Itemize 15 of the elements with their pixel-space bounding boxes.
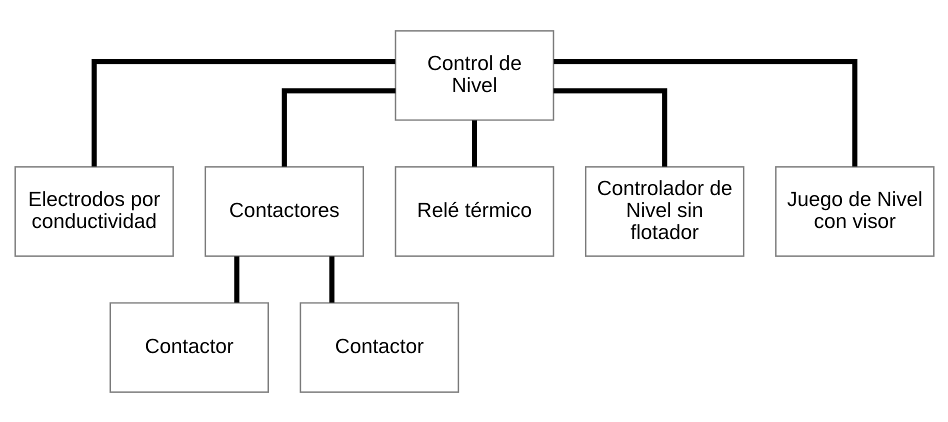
connector [553,58,857,166]
node-box: Relé térmico [394,166,554,256]
connector [234,256,239,302]
connector [471,120,477,166]
node-box: Contactores [204,166,364,256]
connector [553,88,667,166]
node-box: Controlador de Nivel sin flotador [584,166,744,256]
node-box: Contactor [299,302,459,392]
node-box: Contactor [109,302,268,392]
node-box: Juego de Nivel con visor [774,166,934,256]
connector [281,88,395,166]
connector [328,256,334,302]
node-box: Electrodos por conductividad [14,166,174,256]
connector [91,58,395,166]
node-box: Control de Nivel [394,30,554,120]
